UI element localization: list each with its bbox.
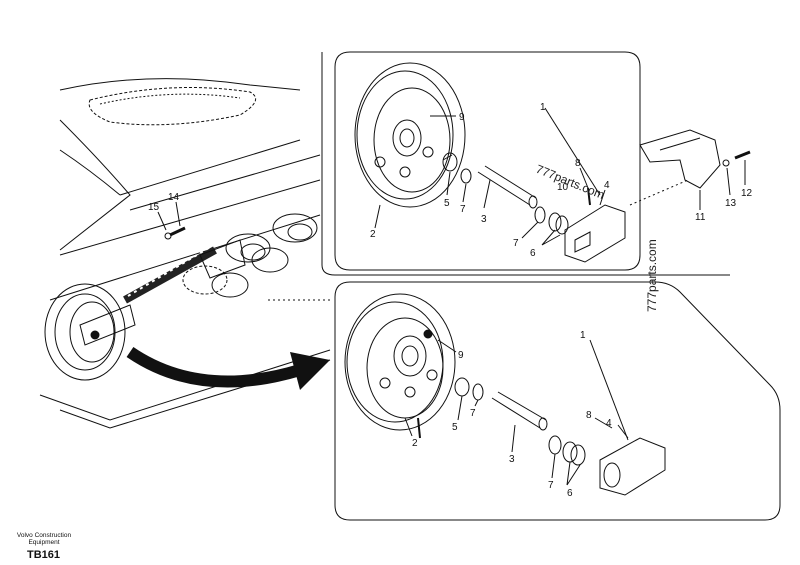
callout-3-bottom: 3: [509, 454, 515, 465]
callout-13-top: 13: [725, 198, 737, 209]
callout-2-top: 2: [370, 229, 376, 240]
company-line-1: Volvo Construction: [16, 532, 72, 539]
callout-7a-top: 7: [460, 204, 466, 215]
callout-5-top: 5: [444, 198, 450, 209]
callout-8-bottom: 8: [586, 410, 592, 421]
callout-1-bottom: 1: [580, 330, 586, 341]
top-detail-frame: [334, 51, 641, 271]
callout-7b-bottom: 7: [548, 480, 554, 491]
callout-15: 15: [148, 202, 160, 213]
callout-7a-bottom: 7: [470, 408, 476, 419]
top-idler-assembly: [354, 62, 751, 263]
company-line-2: Equipment: [28, 539, 60, 546]
callout-3-top: 3: [481, 214, 487, 225]
callout-4-top: 4: [604, 180, 610, 191]
callout-9-top: 9: [459, 112, 465, 123]
callout-5-bottom: 5: [452, 422, 458, 433]
callout-11-top: 11: [695, 212, 706, 223]
callout-8-top: 8: [575, 158, 581, 169]
drawing-code: TB161: [27, 549, 61, 561]
watermark-vertical: 777parts.com: [645, 239, 659, 312]
callout-1-top: 1: [540, 102, 546, 113]
callout-4-bottom: 4: [606, 418, 612, 429]
callout-9-bottom: 9: [458, 350, 464, 361]
callout-7b-top: 7: [513, 238, 519, 249]
bottom-detail-frame: [334, 281, 781, 521]
undercarriage-drawing: [39, 78, 331, 429]
callout-6-top: 6: [530, 248, 536, 259]
callout-2-bottom: 2: [412, 438, 418, 449]
callout-10-top: 10: [557, 182, 569, 193]
company-name: Volvo Construction Equipment: [14, 532, 74, 546]
callout-6-bottom: 6: [567, 488, 573, 499]
watermark-horizontal: 777parts.com: [534, 162, 607, 202]
callout-12-top: 12: [741, 188, 753, 199]
bottom-idler-assembly: [344, 293, 666, 496]
callout-14: 14: [168, 192, 180, 203]
